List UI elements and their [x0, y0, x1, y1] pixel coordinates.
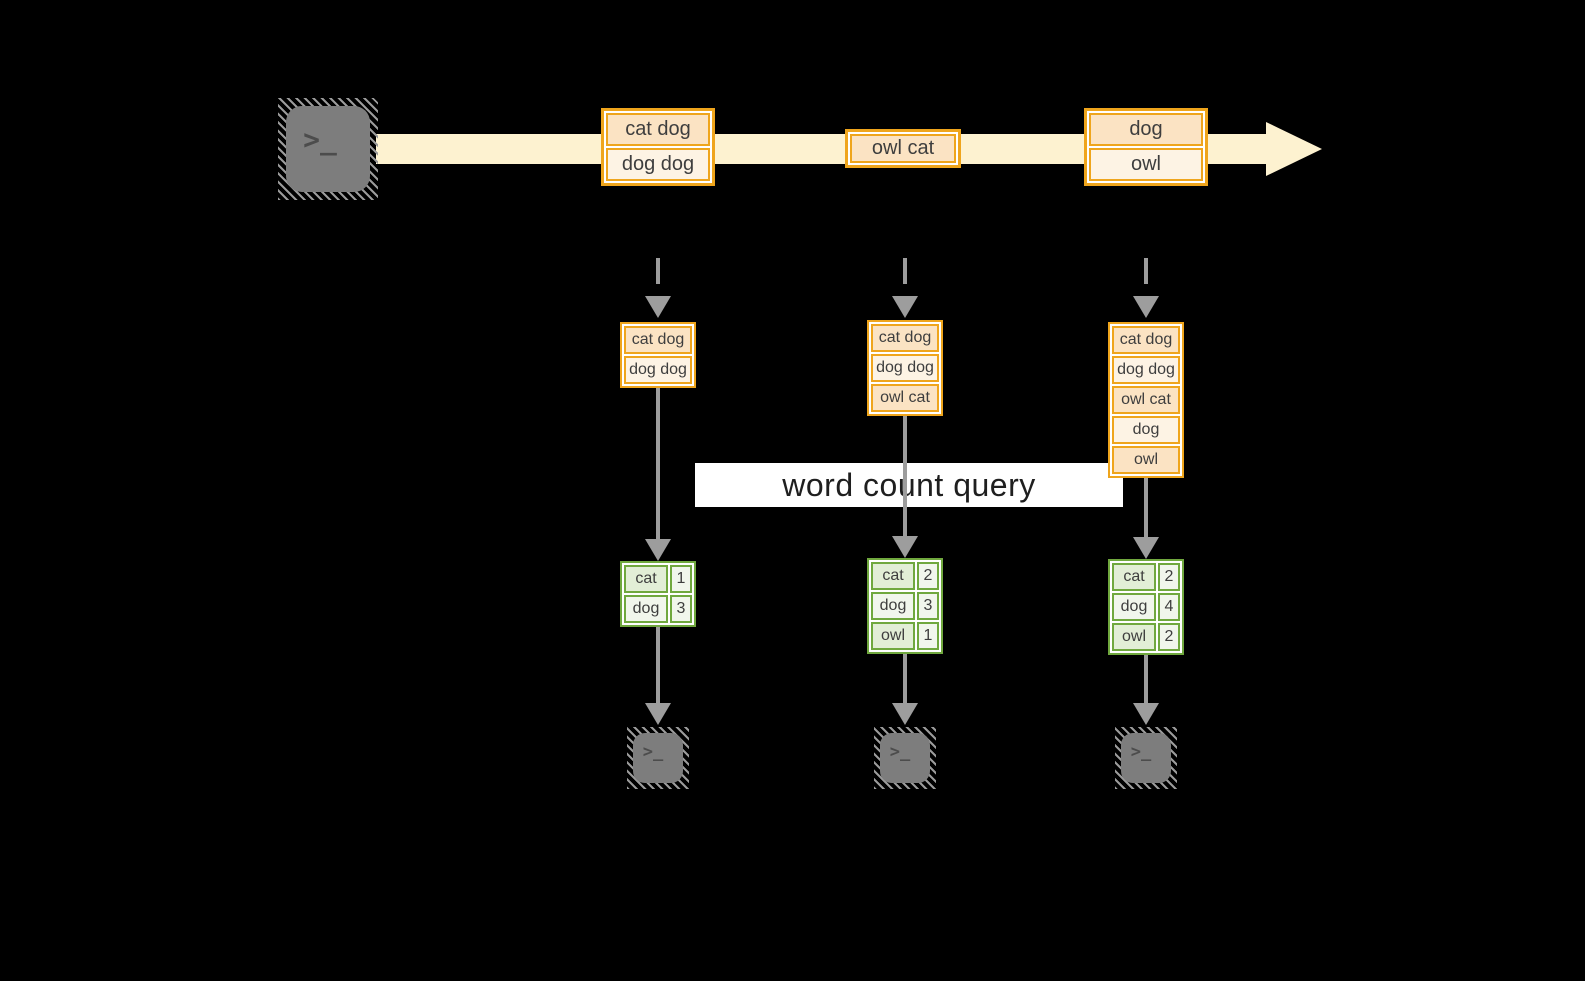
- batch-line: dog dog: [624, 356, 692, 384]
- sink-terminal-icon-1: >_: [627, 727, 689, 789]
- sink-terminal-icon-2: >_: [874, 727, 936, 789]
- terminal-body: >_: [880, 733, 930, 783]
- word-cell: cat: [1112, 563, 1156, 591]
- count-table-2: cat 2 dog 3 owl 1: [867, 558, 943, 654]
- event-line: owl cat: [850, 134, 956, 163]
- count-table-3: cat 2 dog 4 owl 2: [1108, 559, 1184, 655]
- event-box-3: dog owl: [1084, 108, 1208, 186]
- word-cell: cat: [871, 562, 915, 590]
- sink-arrow-head-icon: [645, 703, 671, 725]
- terminal-body: >_: [1121, 733, 1171, 783]
- dashed-arrow-line: [656, 258, 660, 296]
- word-cell: cat: [624, 565, 668, 593]
- count-cell: 1: [917, 622, 939, 650]
- terminal-body: >_: [633, 733, 683, 783]
- query-arrow-head-icon: [892, 536, 918, 558]
- count-cell: 3: [670, 595, 692, 623]
- event-line: owl: [1089, 148, 1203, 181]
- query-arrow-line: [656, 388, 660, 540]
- prompt-glyph: >_: [642, 742, 664, 762]
- dashed-arrow-head-icon: [645, 296, 671, 318]
- batch-line: cat dog: [624, 326, 692, 354]
- count-cell: 2: [1158, 623, 1180, 651]
- stream-timeline-arrowhead-icon: [1266, 122, 1322, 176]
- dashed-arrow-line: [1144, 258, 1148, 296]
- batch-line: owl cat: [1112, 386, 1180, 414]
- source-terminal-icon: >_: [278, 98, 378, 200]
- sink-terminal-icon-3: >_: [1115, 727, 1177, 789]
- query-arrow-head-icon: [1133, 537, 1159, 559]
- batch-stack-1: cat dog dog dog: [620, 322, 696, 388]
- batch-line: cat dog: [1112, 326, 1180, 354]
- batch-line: dog dog: [871, 354, 939, 382]
- count-table-1: cat 1 dog 3: [620, 561, 696, 627]
- prompt-glyph: >_: [1130, 742, 1152, 762]
- batch-line: cat dog: [871, 324, 939, 352]
- sink-arrow-head-icon: [892, 703, 918, 725]
- batch-stack-3: cat dog dog dog owl cat dog owl: [1108, 322, 1184, 478]
- count-cell: 1: [670, 565, 692, 593]
- event-line: dog dog: [606, 148, 710, 181]
- sink-arrow-line: [1144, 655, 1148, 704]
- word-cell: dog: [871, 592, 915, 620]
- event-line: cat dog: [606, 113, 710, 146]
- batch-line: owl cat: [871, 384, 939, 412]
- batch-line: dog dog: [1112, 356, 1180, 384]
- word-cell: owl: [1112, 623, 1156, 651]
- count-cell: 2: [1158, 563, 1180, 591]
- sink-arrow-head-icon: [1133, 703, 1159, 725]
- batch-stack-2: cat dog dog dog owl cat: [867, 320, 943, 416]
- dashed-arrow-head-icon: [892, 296, 918, 318]
- word-cell: dog: [624, 595, 668, 623]
- event-line: dog: [1089, 113, 1203, 146]
- count-cell: 3: [917, 592, 939, 620]
- count-cell: 2: [917, 562, 939, 590]
- prompt-glyph: >_: [303, 122, 337, 156]
- prompt-glyph: >_: [889, 742, 911, 762]
- dashed-arrow-line: [903, 258, 907, 296]
- word-cell: owl: [871, 622, 915, 650]
- query-banner: word count query: [695, 463, 1123, 507]
- query-arrow-line: [1144, 478, 1148, 538]
- batch-line: dog: [1112, 416, 1180, 444]
- batch-line: owl: [1112, 446, 1180, 474]
- word-cell: dog: [1112, 593, 1156, 621]
- query-label: word count query: [782, 466, 1036, 503]
- count-cell: 4: [1158, 593, 1180, 621]
- sink-arrow-line: [656, 627, 660, 704]
- event-box-1: cat dog dog dog: [601, 108, 715, 186]
- event-box-2: owl cat: [845, 129, 961, 168]
- query-arrow-head-icon: [645, 539, 671, 561]
- query-arrow-line: [903, 416, 907, 538]
- sink-arrow-line: [903, 654, 907, 704]
- dashed-arrow-head-icon: [1133, 296, 1159, 318]
- terminal-body: >_: [286, 106, 370, 192]
